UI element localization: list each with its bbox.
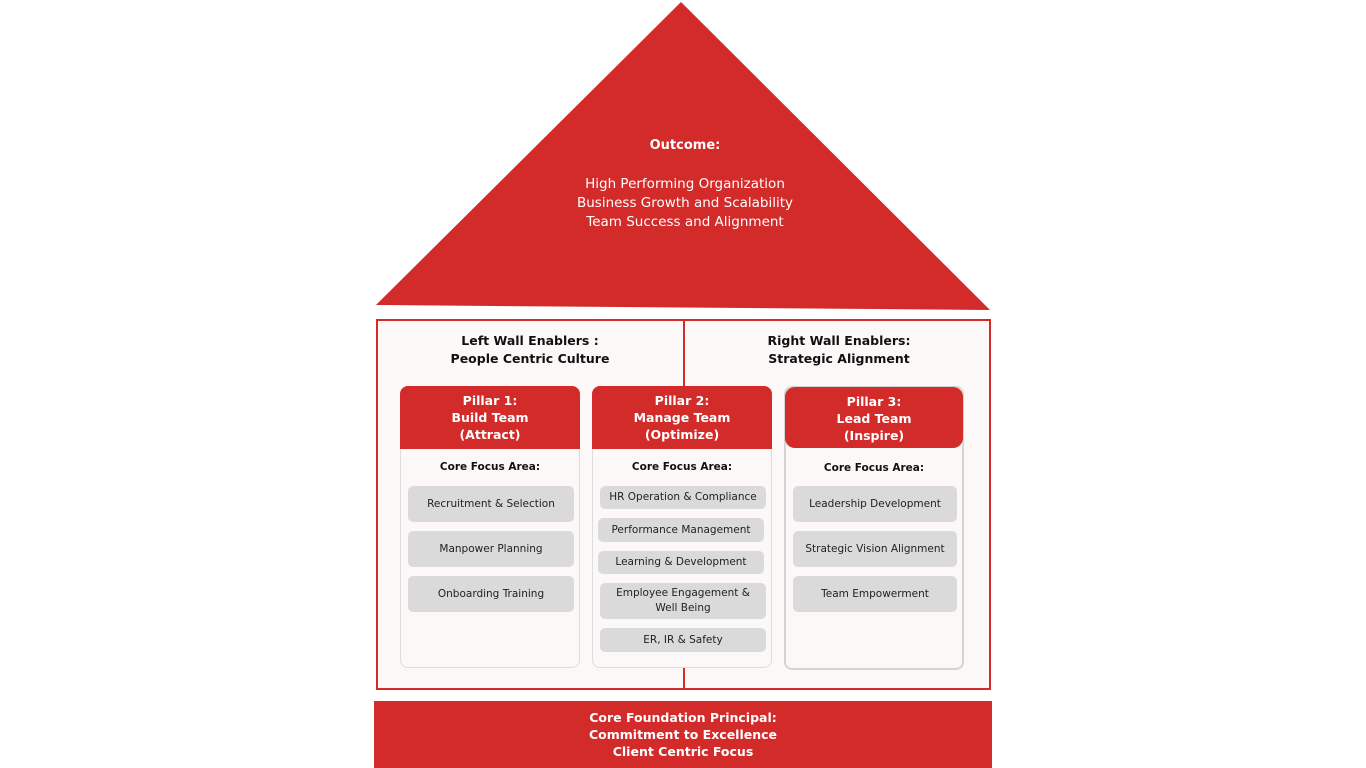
- outcome-list: High Performing Organization Business Gr…: [530, 175, 840, 232]
- focus-item: Learning & Development: [598, 551, 764, 574]
- pillar-goal: (Attract): [459, 427, 521, 442]
- pillar-title: Lead Team: [836, 411, 912, 426]
- outcome-line: High Performing Organization: [585, 176, 785, 192]
- pillar-3-card: Pillar 3: Lead Team (Inspire) Core Focus…: [784, 386, 964, 670]
- core-focus-label: Core Focus Area:: [823, 462, 925, 474]
- pillar-number: Pillar 2:: [654, 393, 710, 408]
- outcome-title: Outcome:: [649, 138, 721, 153]
- focus-item: Leadership Development: [793, 486, 957, 522]
- foundation-line: Commitment to Excellence: [588, 727, 778, 742]
- pillar-title: Build Team: [451, 410, 529, 425]
- focus-item: Team Empowerment: [793, 576, 957, 612]
- core-focus-label: Core Focus Area:: [439, 461, 541, 473]
- pillar-1-header: Pillar 1: Build Team (Attract): [400, 386, 580, 449]
- outcome-line: Business Growth and Scalability: [576, 195, 794, 211]
- left-wall-enablers: Left Wall Enablers : People Centric Cult…: [390, 332, 670, 368]
- pillar-2-header: Pillar 2: Manage Team (Optimize): [592, 386, 772, 449]
- pillar-title: Manage Team: [633, 410, 731, 425]
- left-wall-subtitle: People Centric Culture: [450, 351, 610, 366]
- foundation-line: Client Centric Focus: [612, 744, 754, 759]
- roof-triangle: [376, 2, 990, 310]
- focus-item: HR Operation & Compliance: [600, 486, 766, 509]
- focus-item: Strategic Vision Alignment: [793, 531, 957, 567]
- focus-item: Onboarding Training: [408, 576, 574, 612]
- foundation-section: Core Foundation Principal: Commitment to…: [374, 701, 992, 768]
- pillar-1-card: Pillar 1: Build Team (Attract) Core Focu…: [400, 386, 580, 668]
- pillar-number: Pillar 3:: [846, 394, 902, 409]
- foundation-title: Core Foundation Principal:: [589, 710, 777, 725]
- wall-divider: [683, 319, 685, 386]
- right-wall-title: Right Wall Enablers:: [767, 333, 911, 348]
- focus-item: Performance Management: [598, 518, 764, 542]
- pillar-2-card: Pillar 2: Manage Team (Optimize) Core Fo…: [592, 386, 772, 668]
- focus-item: Employee Engagement & Well Being: [600, 583, 766, 619]
- pillar-goal: (Inspire): [843, 428, 905, 443]
- focus-item: ER, IR & Safety: [600, 628, 766, 652]
- right-wall-subtitle: Strategic Alignment: [768, 351, 910, 366]
- pillar-number: Pillar 1:: [462, 393, 518, 408]
- focus-item: Manpower Planning: [408, 531, 574, 567]
- focus-item: Recruitment & Selection: [408, 486, 574, 522]
- wall-divider: [683, 667, 685, 689]
- pillar-goal: (Optimize): [644, 427, 720, 442]
- pillar-3-header: Pillar 3: Lead Team (Inspire): [785, 387, 963, 448]
- outcome-line: Team Success and Alignment: [586, 214, 784, 230]
- left-wall-title: Left Wall Enablers :: [461, 333, 599, 348]
- core-focus-label: Core Focus Area:: [631, 461, 733, 473]
- right-wall-enablers: Right Wall Enablers: Strategic Alignment: [699, 332, 979, 368]
